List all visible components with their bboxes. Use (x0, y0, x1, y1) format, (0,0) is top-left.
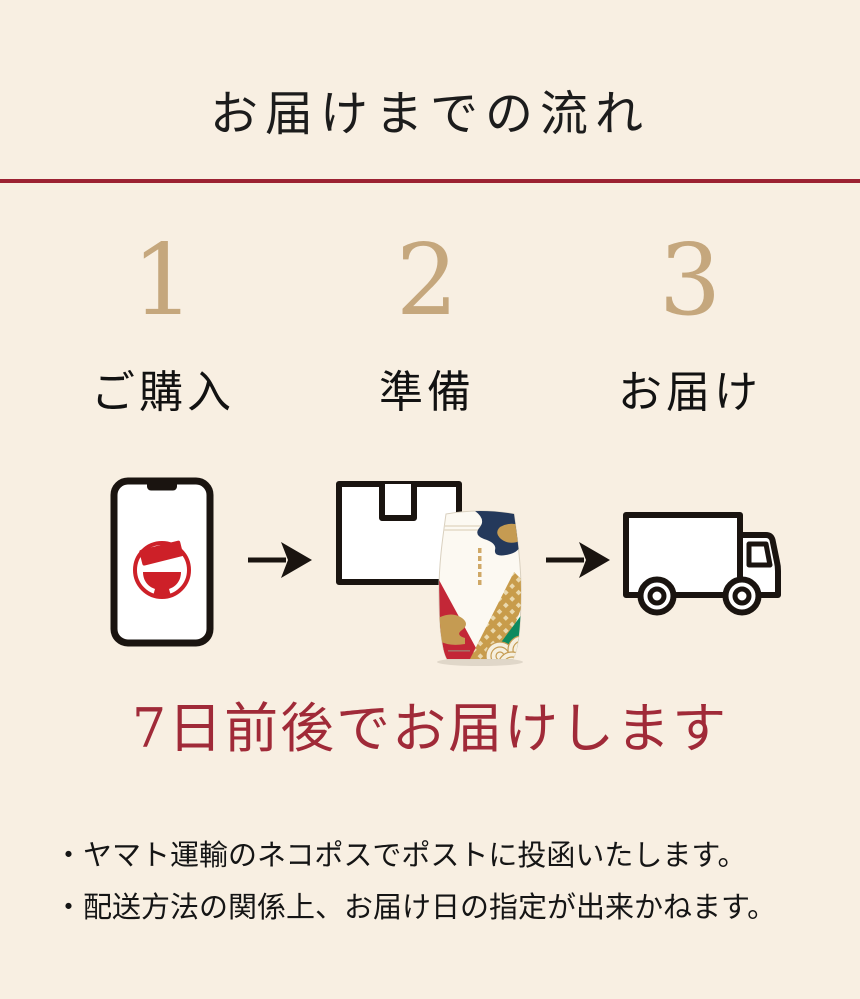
pouch-shadow (437, 658, 523, 666)
arrow-right-icon (545, 539, 611, 586)
step-number: 2 (395, 224, 459, 338)
shipping-notes: ・ヤマト運輸のネコポスでポストに投函いたします。 ・配送方法の関係上、お届け日の… (54, 830, 776, 934)
red-divider-line (0, 179, 860, 183)
smartphone-order-icon (110, 477, 214, 652)
pouch-gold-swoosh (439, 614, 466, 645)
step-number: 3 (658, 224, 722, 338)
bowl-lid (139, 540, 184, 566)
delivery-truck-icon (620, 505, 788, 624)
step-label: お届け (618, 367, 762, 418)
phone-notch (147, 480, 177, 491)
pouch-vertical-label (478, 548, 482, 585)
step-delivery: 3 お届け (570, 232, 810, 420)
shipping-note-line: ・配送方法の関係上、お届け日の指定が出来かねます。 (54, 892, 777, 924)
pouch-fine-print (448, 650, 470, 652)
arrow-right-icon (247, 539, 313, 586)
section-title: お届けまでの流れ (209, 88, 650, 141)
box-flap-tab (379, 484, 417, 521)
pouch-gold-cloud (497, 523, 521, 543)
bowl-foot (153, 589, 171, 596)
shipping-note-line: ・ヤマト運輸のネコポスでポストに投函いたします。 (54, 840, 747, 872)
delivery-time-message: 7日前後でお届けします (131, 697, 729, 760)
step-preparation: 2 準備 (307, 232, 547, 420)
step-purchase: 1 ご購入 (43, 232, 283, 420)
packing-box-icon (334, 478, 534, 675)
step-number: 1 (131, 224, 195, 338)
step-label: 準備 (379, 367, 475, 418)
truck-window (746, 541, 773, 568)
step-label: ご購入 (91, 367, 235, 418)
bowl-body (143, 572, 181, 590)
